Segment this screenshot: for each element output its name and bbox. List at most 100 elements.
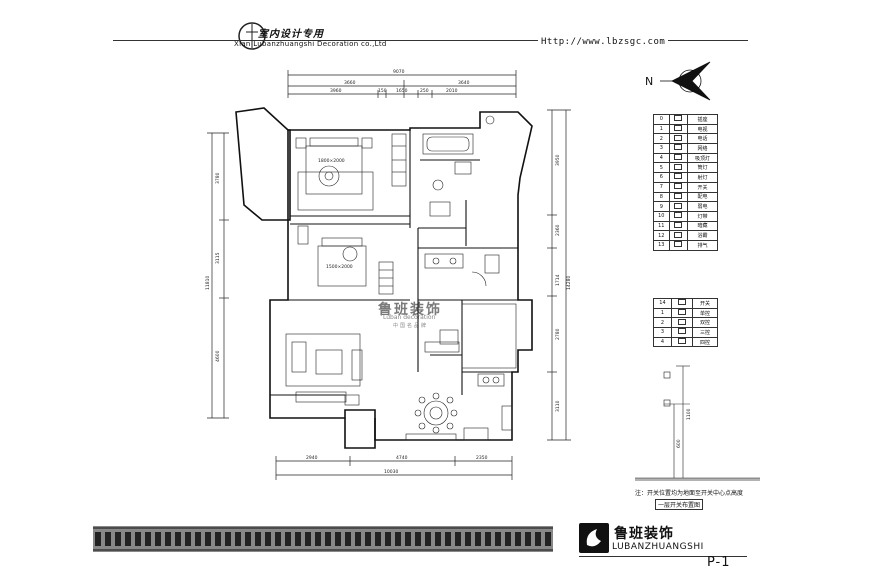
height-note: 注：开关位置均为地面至开关中心点高度 [635,490,744,497]
dim-bottom-part-3: 2350 [476,455,488,461]
title-bar-block [225,532,231,546]
title-bar-block [345,532,351,546]
dim-right-part-2: 2360 [555,224,561,236]
legend-symbol-icon [668,210,688,222]
company-logo [238,22,266,50]
legend-num: 3 [653,143,670,154]
title-bar-block [405,532,411,546]
watermark-en: Luban decoration [383,314,436,321]
brand-underline [579,556,747,557]
title-bar-block [355,532,361,546]
title-bar-block [155,532,161,546]
second-bed-size: 1500×2000 [326,264,353,270]
legend2-desc: 四控 [692,336,718,348]
title-bar-block [495,532,501,546]
title-bar-block [545,532,551,546]
legend2-symbol-icon [670,298,694,309]
legend-symbol-icon [668,162,688,174]
legend-symbol-icon [668,133,688,145]
title-bar-block [175,532,181,546]
legend-num: 6 [653,172,670,183]
master-bed-size: 1800×2000 [318,158,345,164]
title-bar-block [275,532,281,546]
dim-top-total: 9070 [393,69,405,75]
dim-right-total: 14280 [566,276,572,290]
legend2-desc: 单控 [692,307,718,319]
legend-num: 5 [653,162,670,174]
title-bar-block [385,532,391,546]
dim-top-part-2: 3640 [458,80,470,86]
fixture-symbol-icon [674,231,683,238]
title-bar-block [95,532,101,546]
header-url[interactable]: Http://www.lbzsgc.com [538,37,669,47]
legend-num: 13 [653,239,670,251]
legend-desc: 灯带 [686,210,719,222]
legend-row: 10 灯带 [653,210,719,222]
dim-left-part-2: 3115 [215,252,221,264]
fixture-symbol-icon [674,154,683,161]
title-bar-block [105,532,111,546]
dim-right-part-4: 2780 [555,328,561,340]
title-bar-block [435,532,441,546]
fixture-symbol-icon [674,163,683,170]
legend-desc: 电话 [686,133,719,145]
legend-symbol-icon [668,181,688,193]
legend-symbol-icon [668,172,688,183]
title-bar-block [145,532,151,546]
brand-name-en: LUBANZHUANGSHI [612,542,704,552]
legend2-num: 14 [653,298,672,309]
title-bar-block [455,532,461,546]
fixture-symbol-icon [674,125,683,132]
fixture-symbol-icon [678,309,686,316]
title-bar-block [115,532,121,546]
title-bar-block [205,532,211,546]
legend-desc: 开关 [686,181,719,193]
compass-label: N [645,75,653,88]
title-bar-block [265,532,271,546]
legend-symbol-icon [668,191,688,203]
title-bar-block [445,532,451,546]
brand-logo [579,523,609,553]
legend-num: 10 [653,210,670,222]
watermark-cn: 鲁班装饰 [378,302,442,318]
legend2-row: 14 开关 [653,298,718,309]
dim-right-part-1: 3950 [555,154,561,166]
title-bar-block [365,532,371,546]
legend2-desc: 双控 [692,317,718,329]
legend-desc: 电视 [686,123,719,135]
fixture-symbol-icon [678,299,686,306]
legend-num: 12 [653,230,670,241]
title-bar-block [165,532,171,546]
legend-desc: 浴霸 [686,230,719,241]
legend2-symbol-icon [670,336,694,348]
legend2-symbol-icon [670,307,694,319]
legend-desc: 弱电 [686,201,719,212]
legend2-symbol-icon [670,317,694,329]
dim-top-sub-4: 250 [420,88,429,94]
title-bar-block [485,532,491,546]
legend-num: 2 [653,133,670,145]
title-bar-block [395,532,401,546]
title-bar-block [325,532,331,546]
legend-num: 1 [653,123,670,135]
legend2-desc: 开关 [692,298,718,309]
fixture-symbol-icon [674,183,683,190]
title-bar-block [135,532,141,546]
title-bar [93,526,553,552]
legend-symbol-icon [668,114,688,125]
legend-symbol-icon [668,239,688,251]
compass-rose [660,61,711,101]
